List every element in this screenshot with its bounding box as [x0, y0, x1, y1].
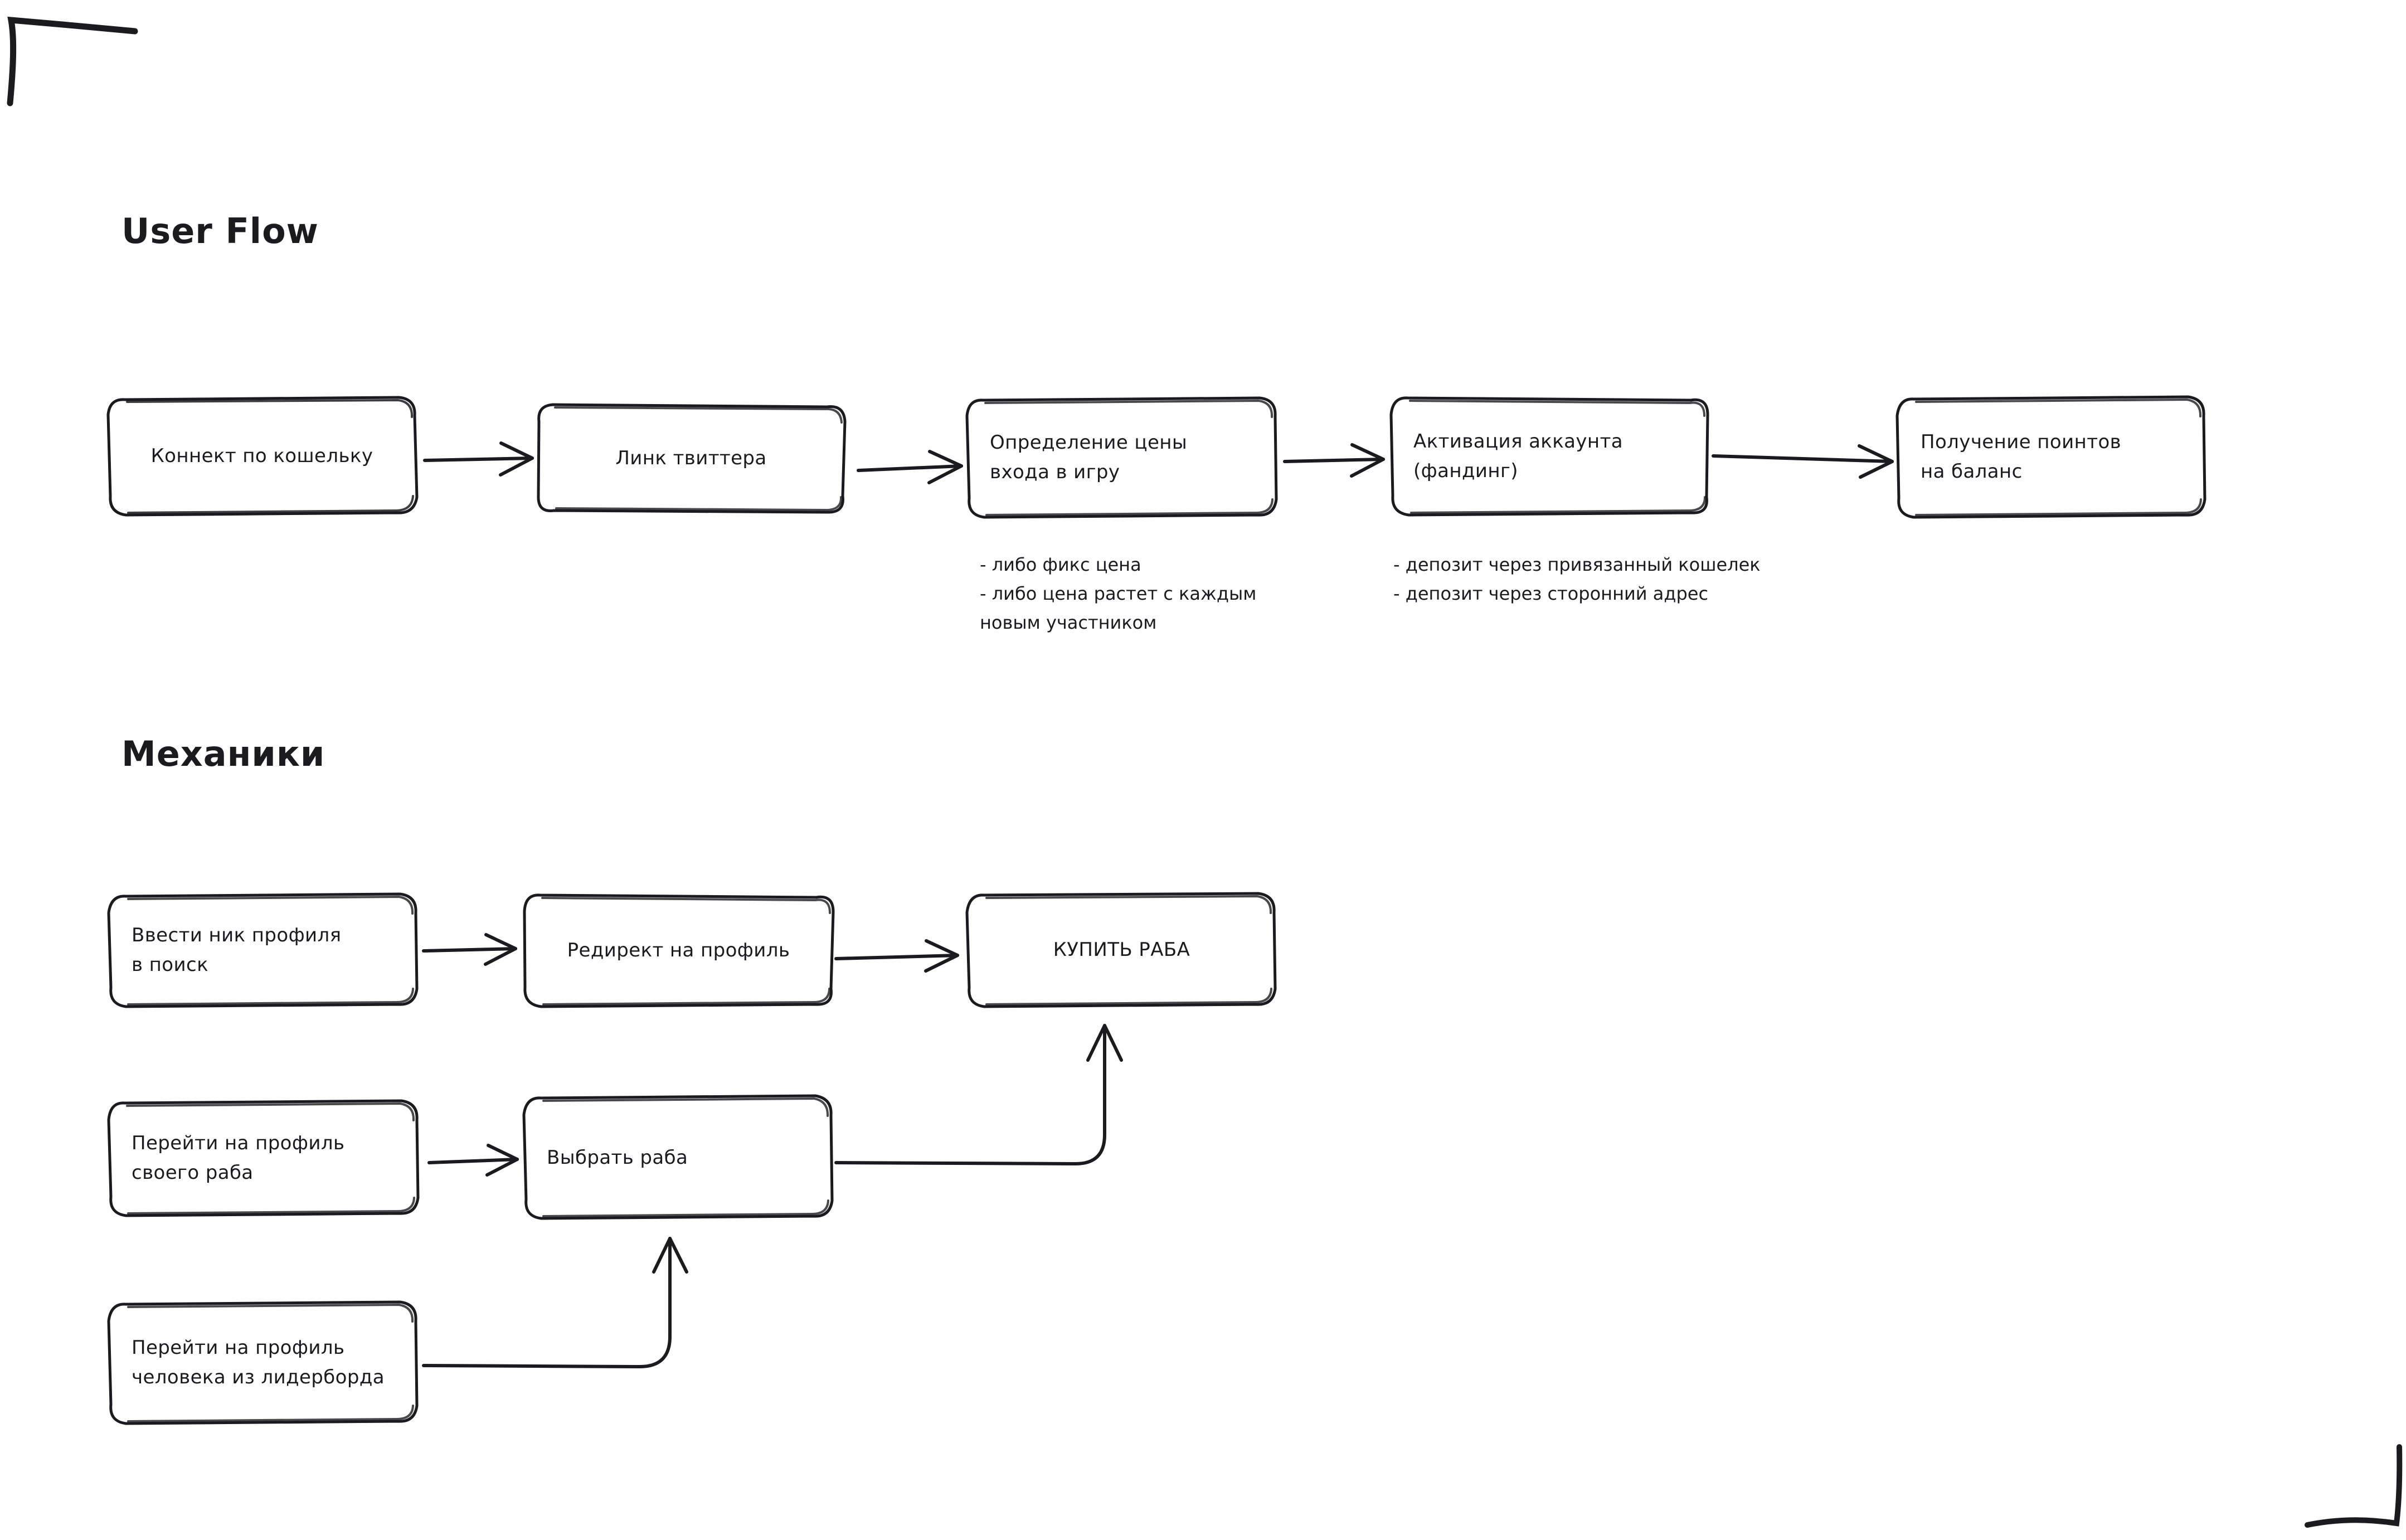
node-label: Активация аккаунта (фандинг) — [1413, 430, 1624, 482]
node-outline — [107, 1300, 419, 1425]
node-label: Редирект на профиль — [567, 939, 790, 961]
note-deposit-options: - депозит через привязанный кошелек - де… — [1393, 554, 1761, 604]
corner-bottom-right-icon — [2305, 1444, 2403, 1528]
node-outline — [106, 396, 419, 517]
node-outline — [1389, 396, 1709, 517]
section-title-mechanics: Механики — [121, 733, 325, 774]
section-title-user-flow: User Flow — [121, 211, 319, 251]
node-redirect-to-profile[interactable]: Редирект на профиль — [521, 892, 836, 1009]
node-go-leaderboard-profile[interactable]: Перейти на профиль человека из лидерборд… — [106, 1299, 421, 1427]
node-label: Определение цены входа в игру — [990, 431, 1188, 483]
node-activate-account[interactable]: Активация аккаунта (фандинг) — [1388, 393, 1711, 519]
node-label: Перейти на профиль человека из лидерборд… — [132, 1337, 385, 1388]
node-label: Выбрать раба — [547, 1146, 688, 1169]
node-select-slave[interactable]: Выбрать раба — [521, 1094, 836, 1222]
connector-m6-m5 — [422, 1237, 688, 1368]
node-buy-slave[interactable]: КУПИТЬ РАБА — [964, 891, 1279, 1009]
connector-m1-m2 — [422, 933, 517, 966]
connector-n1-n2 — [423, 441, 534, 477]
node-label: КУПИТЬ РАБА — [1053, 938, 1190, 961]
connector-n4-n5 — [1712, 444, 1894, 479]
node-label: Перейти на профиль своего раба — [132, 1131, 345, 1184]
node-outline — [107, 1099, 420, 1217]
node-receive-points[interactable]: Получение поинтов на баланс — [1895, 393, 2207, 521]
node-label: Коннект по кошельку — [150, 444, 373, 467]
node-label: Получение поинтов на баланс — [1921, 431, 2122, 483]
node-connect-wallet[interactable]: Коннект по кошельку — [106, 395, 419, 517]
connector-n2-n3 — [857, 450, 963, 484]
node-outline — [1895, 395, 2206, 519]
connector-m5-m3 — [834, 1024, 1123, 1165]
corner-top-left-icon — [7, 16, 138, 106]
connector-m4-m5 — [427, 1144, 519, 1177]
node-outline — [965, 396, 1278, 519]
node-outline — [107, 892, 419, 1008]
node-enter-profile-nick[interactable]: Ввести ник профиля в поиск — [106, 892, 421, 1009]
node-go-own-slave-profile[interactable]: Перейти на профиль своего раба — [106, 1098, 421, 1218]
node-label: Ввести ник профиля в поиск — [132, 924, 342, 976]
node-outline — [523, 893, 835, 1008]
node-outline — [537, 403, 847, 514]
node-link-twitter[interactable]: Линк твиттера — [535, 401, 847, 516]
node-outline — [965, 892, 1277, 1008]
note-price-options: - либо фикс цена - либо цена растет с ка… — [980, 554, 1257, 633]
connector-n3-n4 — [1283, 443, 1385, 478]
node-outline — [522, 1094, 834, 1220]
connector-m2-m3 — [834, 939, 959, 973]
node-define-entry-price[interactable]: Определение цены входа в игру — [964, 395, 1279, 520]
node-label: Линк твиттера — [615, 447, 767, 470]
